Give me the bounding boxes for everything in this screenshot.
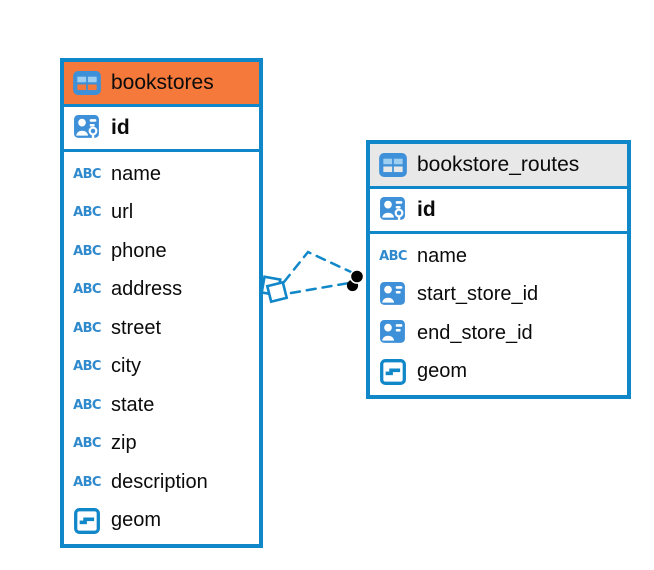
field-name: url xyxy=(111,201,134,224)
field-name: state xyxy=(111,393,155,416)
field-row-description[interactable]: ABC description xyxy=(64,463,259,502)
field-row-zip[interactable]: ABC zip xyxy=(64,425,259,464)
text-type-icon: ABC xyxy=(73,359,101,375)
text-type-icon: ABC xyxy=(379,248,407,264)
field-name: geom xyxy=(417,360,468,383)
field-row-phone[interactable]: ABC phone xyxy=(64,232,259,271)
field-name: phone xyxy=(111,239,167,262)
field-row-street[interactable]: ABC street xyxy=(64,309,259,348)
text-type-icon: ABC xyxy=(73,205,101,221)
field-name: name xyxy=(417,244,468,267)
table-header[interactable]: bookstore_routes xyxy=(370,144,627,189)
text-type-icon: ABC xyxy=(73,436,101,452)
primary-key-row[interactable]: id xyxy=(64,107,259,152)
field-row-end_store_id[interactable]: end_store_id xyxy=(370,314,627,353)
field-name: zip xyxy=(111,432,137,455)
text-type-icon: ABC xyxy=(73,166,101,182)
primary-key-name: id xyxy=(417,198,436,221)
field-name: street xyxy=(111,316,162,339)
table-title: bookstore_routes xyxy=(417,153,580,177)
text-type-icon: ABC xyxy=(73,282,101,298)
table-icon xyxy=(378,152,408,178)
field-name: geom xyxy=(111,509,162,532)
field-row-url[interactable]: ABC url xyxy=(64,194,259,233)
text-type-icon: ABC xyxy=(73,474,101,490)
text-type-icon: ABC xyxy=(73,320,101,336)
primary-key-row[interactable]: id xyxy=(370,189,627,234)
field-name: start_store_id xyxy=(417,283,539,306)
text-type-icon: ABC xyxy=(73,397,101,413)
field-row-geom[interactable]: geom xyxy=(370,353,627,392)
field-row-address[interactable]: ABC address xyxy=(64,271,259,310)
field-name: description xyxy=(111,470,208,493)
table-header[interactable]: bookstores xyxy=(64,62,259,107)
field-name: name xyxy=(111,162,162,185)
geometry-type-icon xyxy=(72,507,102,534)
primary-key-name: id xyxy=(111,116,130,139)
field-row-name[interactable]: ABC name xyxy=(370,237,627,276)
connector-line-lower[interactable] xyxy=(289,281,351,295)
field-row-geom[interactable]: geom xyxy=(64,502,259,541)
connector-line-upper[interactable] xyxy=(282,250,353,284)
field-name: end_store_id xyxy=(417,321,533,344)
field-row-city[interactable]: ABC city xyxy=(64,348,259,387)
field-row-state[interactable]: ABC state xyxy=(64,386,259,425)
primary-key-icon xyxy=(378,196,408,224)
text-type-icon: ABC xyxy=(73,243,101,259)
reference-person-icon xyxy=(378,281,408,309)
geometry-type-icon xyxy=(378,358,408,385)
table-icon xyxy=(72,70,102,96)
field-name: city xyxy=(111,355,141,378)
target-dot-marker xyxy=(346,269,365,292)
table-title: bookstores xyxy=(111,71,214,95)
field-name: address xyxy=(111,278,183,301)
field-row-name[interactable]: ABC name xyxy=(64,155,259,194)
primary-key-icon xyxy=(72,114,102,142)
reference-person-icon xyxy=(378,319,408,347)
entity-table-bookstore-routes[interactable]: bookstore_routes id ABC name start_store_i… xyxy=(366,140,631,399)
field-row-start_store_id[interactable]: start_store_id xyxy=(370,276,627,315)
source-square-marker xyxy=(260,275,289,304)
